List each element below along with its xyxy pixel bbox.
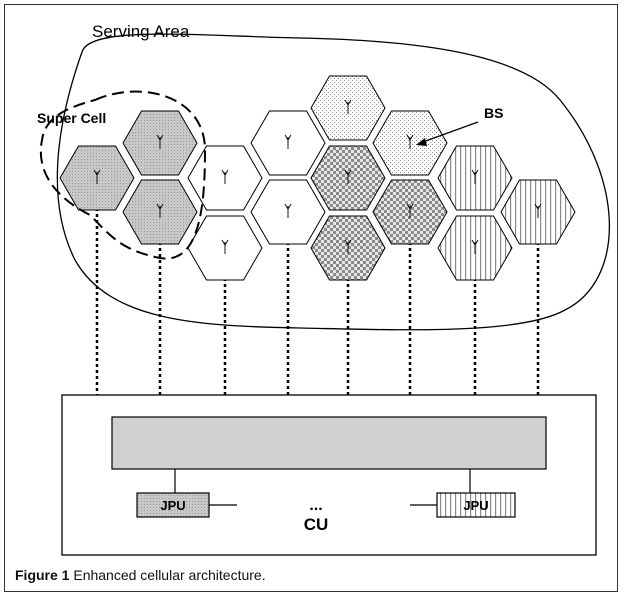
- figure-frame: [4, 4, 618, 592]
- antenna-icon: [471, 169, 479, 184]
- jpu-right-box: [436, 492, 516, 518]
- figure-caption: Figure 1 Enhanced cellular architecture.: [15, 567, 266, 583]
- hexagon-cell: [59, 145, 135, 211]
- hexagon-cell: [187, 215, 263, 281]
- hexagon-cell: [437, 215, 513, 281]
- antenna-icon: [344, 239, 352, 254]
- hexagon-cell: [122, 110, 198, 176]
- antenna-icon: [221, 169, 229, 184]
- jpu-right-label: JPU: [463, 498, 488, 513]
- processing-bar: [111, 416, 547, 470]
- caption-text: Enhanced cellular architecture.: [69, 567, 266, 583]
- cu-label: CU: [304, 515, 329, 534]
- antenna-icon: [156, 134, 164, 149]
- antenna-icon: [406, 134, 414, 149]
- antenna-icon: [93, 169, 101, 184]
- jpu-left-box: [136, 492, 210, 518]
- caption-prefix: Figure 1: [15, 567, 70, 583]
- hexagon-cell: [250, 110, 326, 176]
- bs-pointer-arrow: [416, 121, 479, 146]
- hexagon-cell: [310, 75, 386, 141]
- hexagon-cell: [310, 215, 386, 281]
- antenna-icon: [284, 134, 292, 149]
- serving-area-boundary: [56, 33, 610, 331]
- antenna-icon: [406, 203, 414, 218]
- bs-label: BS: [484, 105, 503, 121]
- jpu-left-label: JPU: [160, 498, 185, 513]
- antenna-icon: [344, 169, 352, 184]
- serving-area-label: Serving Area: [92, 22, 190, 41]
- hexagon-cell: [372, 110, 448, 176]
- antenna-icon: [344, 99, 352, 114]
- hexagon-cell: [250, 179, 326, 245]
- hexagon-cell: [187, 145, 263, 211]
- super-cell-outline: [39, 90, 207, 260]
- ellipsis-label: ...: [309, 497, 322, 514]
- antenna-icon: [221, 239, 229, 254]
- hexagon-cell: [310, 145, 386, 211]
- hexagon-cell: [437, 145, 513, 211]
- antenna-icon: [284, 203, 292, 218]
- super-cell-label: Super Cell: [37, 110, 106, 126]
- hexagon-cell: [372, 179, 448, 245]
- hexagon-cell: [122, 179, 198, 245]
- hexagon-cells: [59, 75, 576, 281]
- antenna-icon: [471, 239, 479, 254]
- antenna-icon: [156, 203, 164, 218]
- hexagon-cell: [500, 179, 576, 245]
- antenna-icon: [534, 203, 542, 218]
